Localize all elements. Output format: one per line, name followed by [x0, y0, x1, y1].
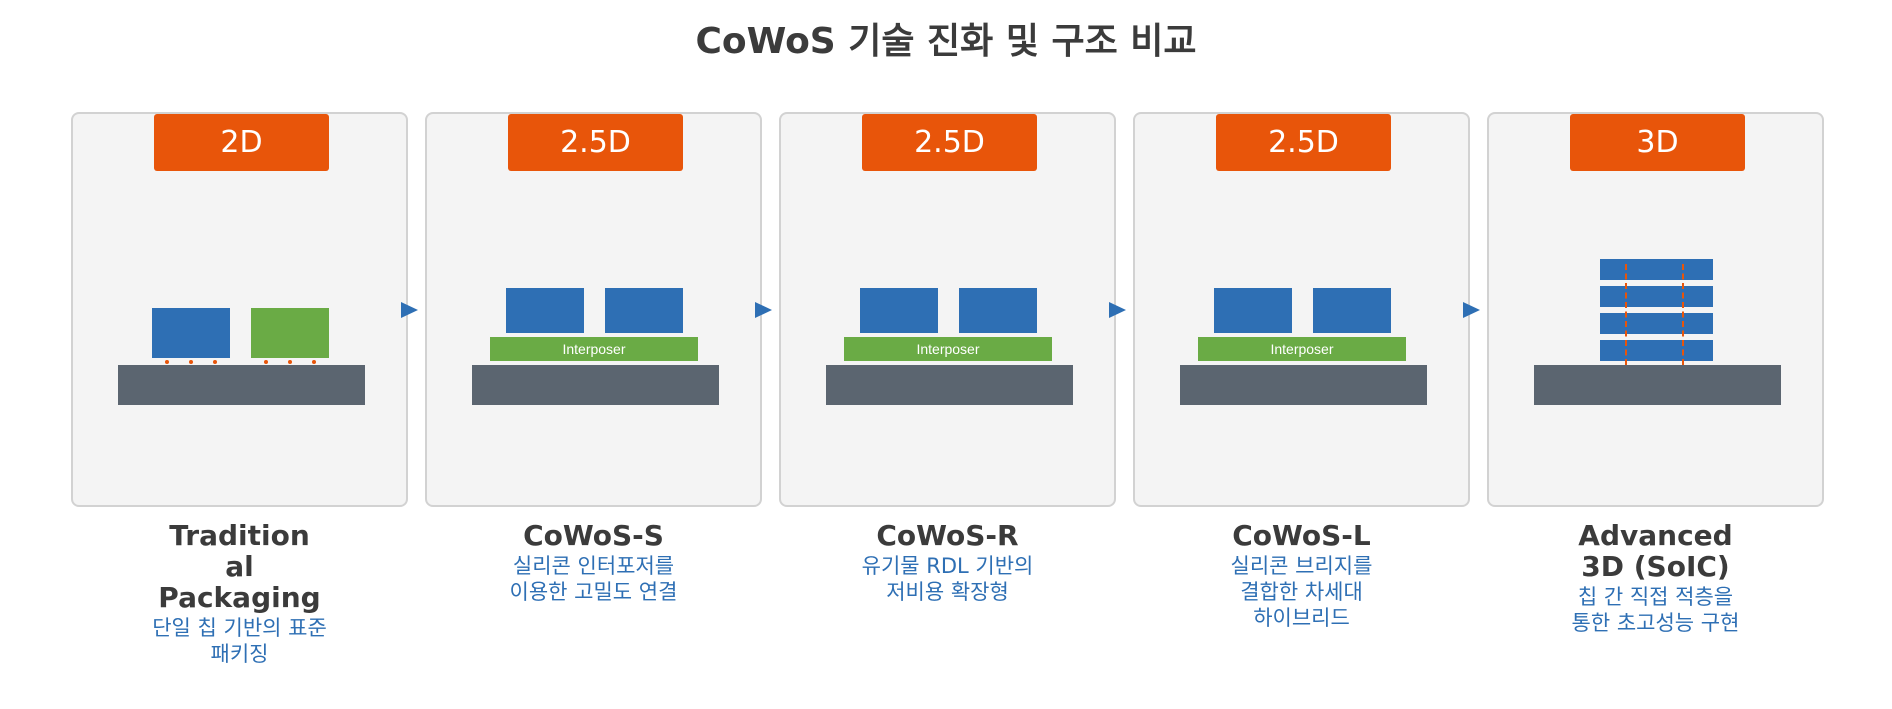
caption-desc-line: 유기물 RDL 기반의: [861, 554, 1034, 578]
die-blue: [959, 288, 1037, 333]
caption-desc-line: 패키징: [210, 642, 269, 666]
substrate: [1180, 365, 1427, 405]
stacked-die: [1600, 259, 1713, 280]
substrate: [1534, 365, 1781, 405]
stacked-die: [1600, 313, 1713, 334]
tsv-line: [1625, 264, 1627, 365]
caption-cowos-r: CoWoS-R 유기물 RDL 기반의 저비용 확장형: [779, 520, 1116, 605]
stacked-die: [1600, 286, 1713, 307]
badge-2-5d: 2.5D: [862, 114, 1037, 171]
substrate: [826, 365, 1073, 405]
substrate: [472, 365, 719, 405]
die-green: [251, 308, 329, 358]
caption-traditional: Tradition al Packaging 단일 칩 기반의 표준 패키징: [71, 520, 408, 667]
die-blue: [152, 308, 230, 358]
tsv-line: [1682, 264, 1684, 365]
caption-title-line: Packaging: [158, 581, 321, 614]
stacked-die: [1600, 340, 1713, 361]
caption-description: 실리콘 브리지를 결합한 차세대 하이브리드: [1133, 553, 1470, 631]
solder-bump: [312, 360, 316, 364]
caption-desc-line: 실리콘 브리지를: [1230, 554, 1373, 578]
die-blue: [1313, 288, 1391, 333]
arrow-right-icon: [401, 302, 418, 318]
arrow-right-icon: [1109, 302, 1126, 318]
solder-bump: [189, 360, 193, 364]
arrow-right-icon: [755, 302, 772, 318]
diagram-title: CoWoS 기술 진화 및 구조 비교: [695, 21, 1197, 62]
interposer: Interposer: [844, 337, 1052, 361]
card-cowos-s: 2.5D Interposer: [425, 112, 762, 507]
die-blue: [1214, 288, 1292, 333]
substrate: [118, 365, 365, 405]
caption-desc-line: 통한 초고성능 구현: [1571, 611, 1740, 635]
caption-title-line: Tradition: [169, 519, 310, 552]
solder-bump: [213, 360, 217, 364]
interposer: Interposer: [1198, 337, 1406, 361]
badge-2d: 2D: [154, 114, 329, 171]
die-blue: [506, 288, 584, 333]
card-2d-traditional: 2D: [71, 112, 408, 507]
die-blue: [860, 288, 938, 333]
caption-cowos-l: CoWoS-L 실리콘 브리지를 결합한 차세대 하이브리드: [1133, 520, 1470, 631]
caption-title: CoWoS-R: [876, 519, 1019, 552]
caption-title: Tradition al Packaging: [71, 520, 408, 613]
caption-desc-line: 저비용 확장형: [886, 580, 1009, 604]
badge-3d: 3D: [1570, 114, 1745, 171]
caption-desc-line: 실리콘 인터포저를: [512, 554, 675, 578]
caption-desc-line: 결합한 차세대: [1240, 580, 1363, 604]
caption-title-line: al: [225, 550, 254, 583]
caption-title-line: 3D (SoIC): [1581, 550, 1730, 583]
card-cowos-r: 2.5D Interposer: [779, 112, 1116, 507]
caption-desc-line: 이용한 고밀도 연결: [509, 580, 678, 604]
caption-description: 단일 칩 기반의 표준 패키징: [71, 615, 408, 667]
caption-3d-soic: Advanced 3D (SoIC) 칩 간 직접 적층을 통한 초고성능 구현: [1487, 520, 1824, 636]
caption-desc-line: 단일 칩 기반의 표준: [152, 616, 327, 640]
interposer: Interposer: [490, 337, 698, 361]
solder-bump: [288, 360, 292, 364]
caption-cowos-s: CoWoS-S 실리콘 인터포저를 이용한 고밀도 연결: [425, 520, 762, 605]
badge-2-5d: 2.5D: [508, 114, 683, 171]
caption-title: CoWoS-S: [523, 519, 664, 552]
badge-2-5d: 2.5D: [1216, 114, 1391, 171]
caption-desc-line: 하이브리드: [1253, 606, 1350, 630]
arrow-right-icon: [1463, 302, 1480, 318]
caption-description: 실리콘 인터포저를 이용한 고밀도 연결: [425, 553, 762, 605]
caption-description: 유기물 RDL 기반의 저비용 확장형: [779, 553, 1116, 605]
caption-title-line: Advanced: [1578, 519, 1733, 552]
caption-description: 칩 간 직접 적층을 통한 초고성능 구현: [1487, 584, 1824, 636]
caption-title: Advanced 3D (SoIC): [1487, 520, 1824, 582]
die-blue: [605, 288, 683, 333]
caption-title: CoWoS-L: [1232, 519, 1371, 552]
solder-bump: [264, 360, 268, 364]
caption-desc-line: 칩 간 직접 적층을: [1577, 585, 1734, 609]
card-cowos-l: 2.5D Interposer: [1133, 112, 1470, 507]
card-3d-soic: 3D: [1487, 112, 1824, 507]
solder-bump: [165, 360, 169, 364]
